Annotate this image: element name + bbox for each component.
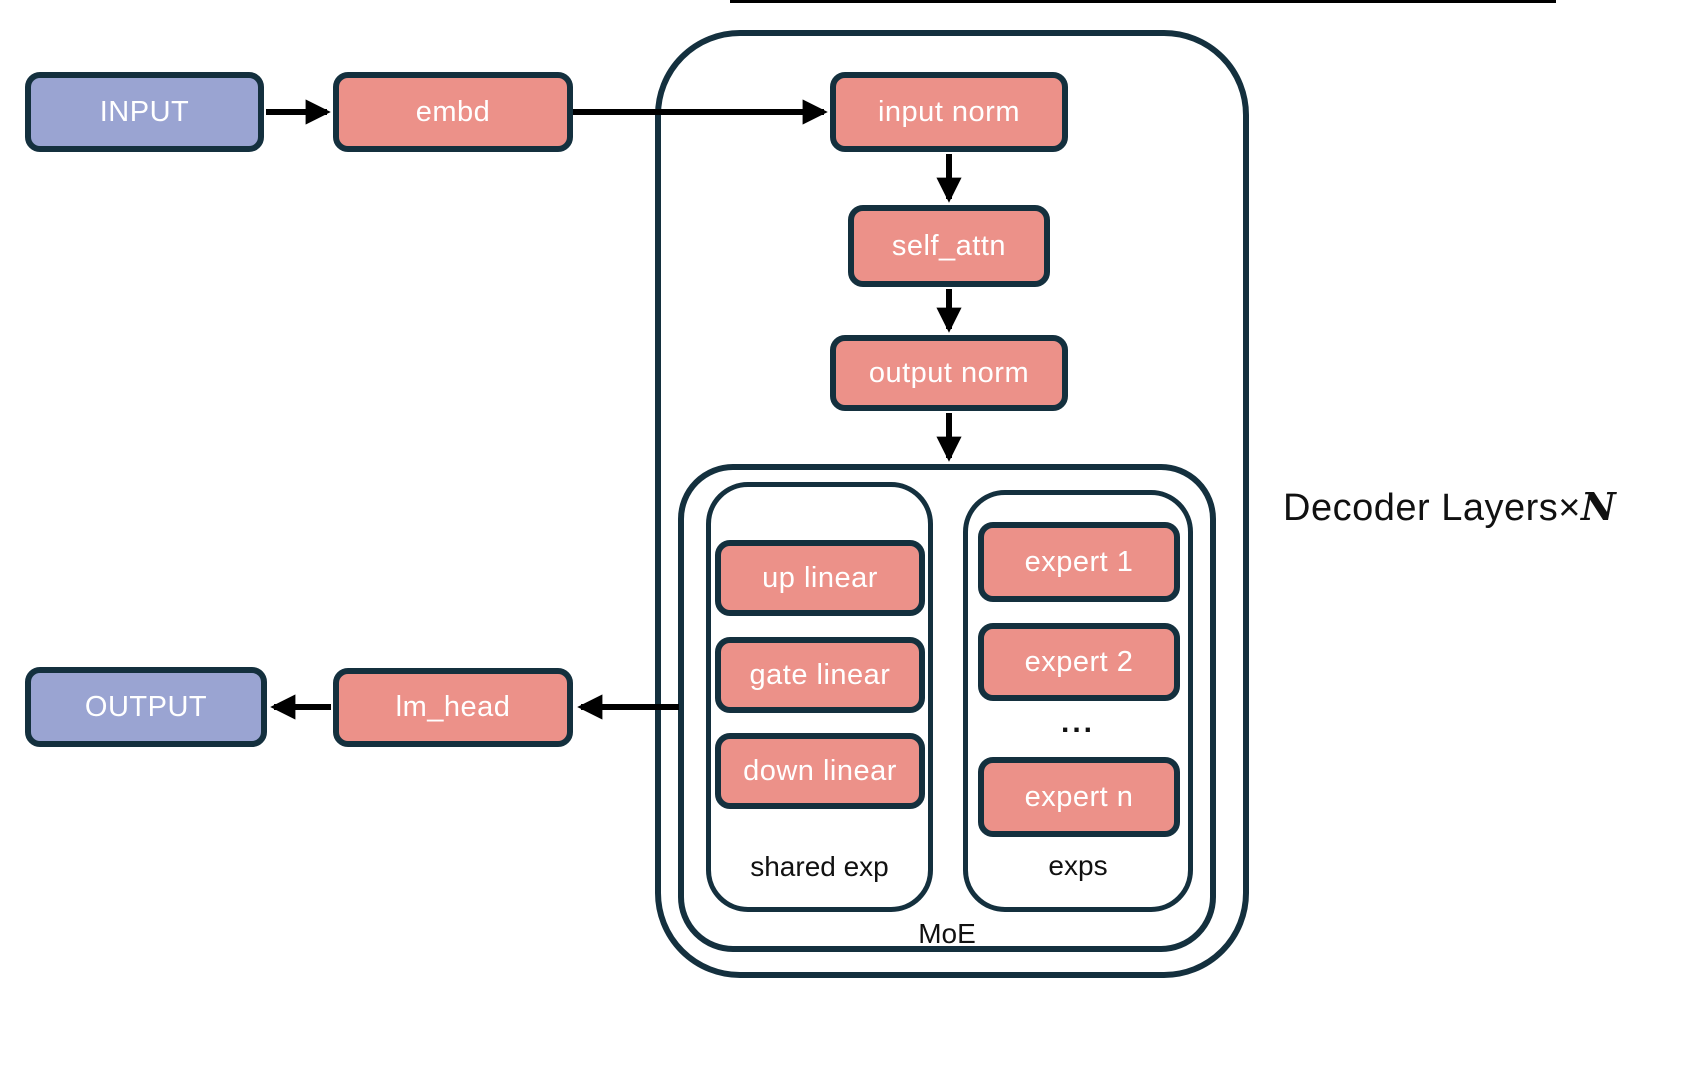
expert-2-node: expert 2 xyxy=(978,623,1180,701)
decoder-layers-container xyxy=(655,30,1249,978)
moe-label: MoE xyxy=(918,918,976,949)
shared-exp-panel xyxy=(706,482,933,912)
output-node: OUTPUT xyxy=(25,667,267,747)
moe-container xyxy=(678,464,1216,952)
times-symbol: × xyxy=(1558,487,1581,529)
input-norm-node: input norm xyxy=(830,72,1068,152)
shared-exp-label: shared exp xyxy=(750,851,889,882)
up-linear-node: up linear xyxy=(715,540,925,616)
experts-ellipsis: ... xyxy=(1060,706,1095,739)
input-node: INPUT xyxy=(25,72,264,152)
expert-1-node: expert 1 xyxy=(978,522,1180,602)
down-linear-node: down linear xyxy=(715,733,925,809)
expert-n-node: expert n xyxy=(978,757,1180,837)
output-norm-node: output norm xyxy=(830,335,1068,411)
exps-panel xyxy=(963,490,1193,912)
embd-node: embd xyxy=(333,72,573,152)
decoder-layers-annotation: Decoder Layers×N xyxy=(1283,484,1616,530)
self-attn-node: self_attn xyxy=(848,205,1050,287)
exps-label: exps xyxy=(1048,850,1108,881)
top-edge-line xyxy=(730,0,1556,3)
gate-linear-node: gate linear xyxy=(715,637,925,713)
lm-head-node: lm_head xyxy=(333,668,573,747)
decoder-layers-text: Decoder Layers xyxy=(1283,487,1559,529)
n-variable: N xyxy=(1580,484,1617,529)
